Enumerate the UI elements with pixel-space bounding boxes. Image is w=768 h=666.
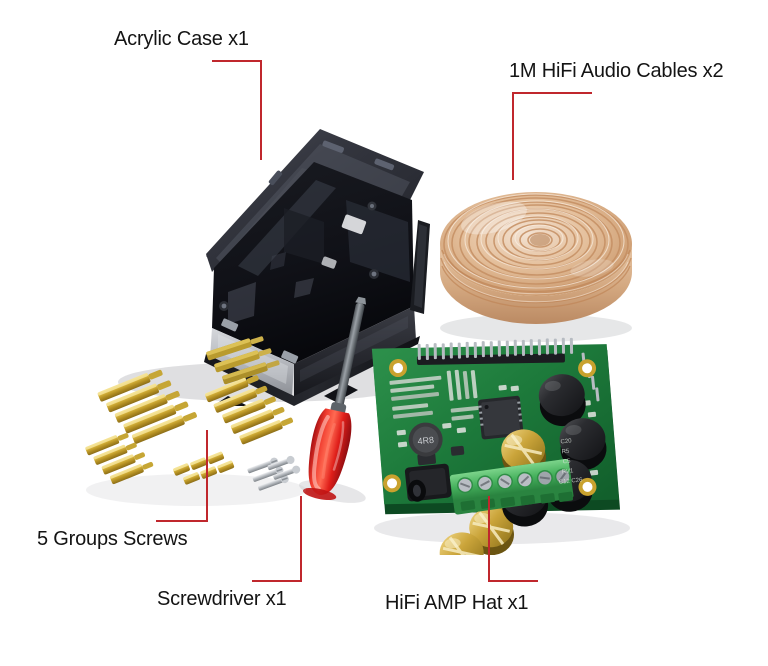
amp-hat-illustration: 4R8 bbox=[371, 337, 630, 581]
leader-screws-vertical bbox=[206, 430, 208, 521]
leader-acrylic-case-horizontal bbox=[212, 60, 262, 62]
svg-text:C5: C5 bbox=[562, 459, 571, 466]
leader-screwdriver-vertical bbox=[300, 496, 302, 582]
svg-text:R5: R5 bbox=[561, 449, 570, 456]
leader-screwdriver-horizontal bbox=[252, 580, 302, 582]
leader-amp-hat-vertical bbox=[488, 496, 490, 582]
leader-audio-cables-vertical bbox=[512, 92, 514, 180]
svg-text:C20: C20 bbox=[560, 438, 572, 445]
screws-illustration bbox=[85, 369, 306, 506]
screws-standoffs-object bbox=[84, 362, 306, 506]
standoff-group-short bbox=[85, 433, 154, 485]
standoff-group-medium bbox=[205, 375, 294, 445]
standoff-group-nuts bbox=[173, 451, 235, 485]
mounting-holes bbox=[383, 359, 597, 496]
audio-cable-coil-object bbox=[432, 148, 644, 342]
label-screws: 5 Groups Screws bbox=[37, 528, 188, 550]
screwdriver-object bbox=[278, 296, 398, 516]
leader-amp-hat-horizontal bbox=[488, 580, 538, 582]
label-acrylic-case: Acrylic Case x1 bbox=[114, 28, 249, 50]
label-screwdriver: Screwdriver x1 bbox=[157, 588, 287, 610]
dc-barrel-jack bbox=[404, 463, 452, 502]
screw-terminal-block bbox=[449, 458, 574, 515]
gpio-header bbox=[416, 337, 600, 402]
cable-coil-illustration bbox=[440, 192, 632, 342]
screw-group-silver bbox=[247, 455, 301, 491]
amp-hat-pcb-object: 4R8 bbox=[352, 300, 642, 581]
svg-text:4R8: 4R8 bbox=[417, 435, 434, 447]
case-standoffs bbox=[206, 336, 280, 385]
label-amp-hat: HiFi AMP Hat x1 bbox=[385, 592, 529, 614]
leader-acrylic-case-vertical bbox=[260, 60, 262, 160]
leader-audio-cables-horizontal bbox=[512, 92, 592, 94]
screwdriver-illustration bbox=[299, 296, 367, 503]
leader-screws-horizontal bbox=[156, 520, 208, 522]
label-audio-cables: 1M HiFi Audio Cables x2 bbox=[509, 60, 724, 82]
standoff-group-long bbox=[97, 369, 197, 444]
svg-text:RV1: RV1 bbox=[562, 468, 575, 475]
svg-text:C12 C26: C12 C26 bbox=[559, 477, 584, 486]
